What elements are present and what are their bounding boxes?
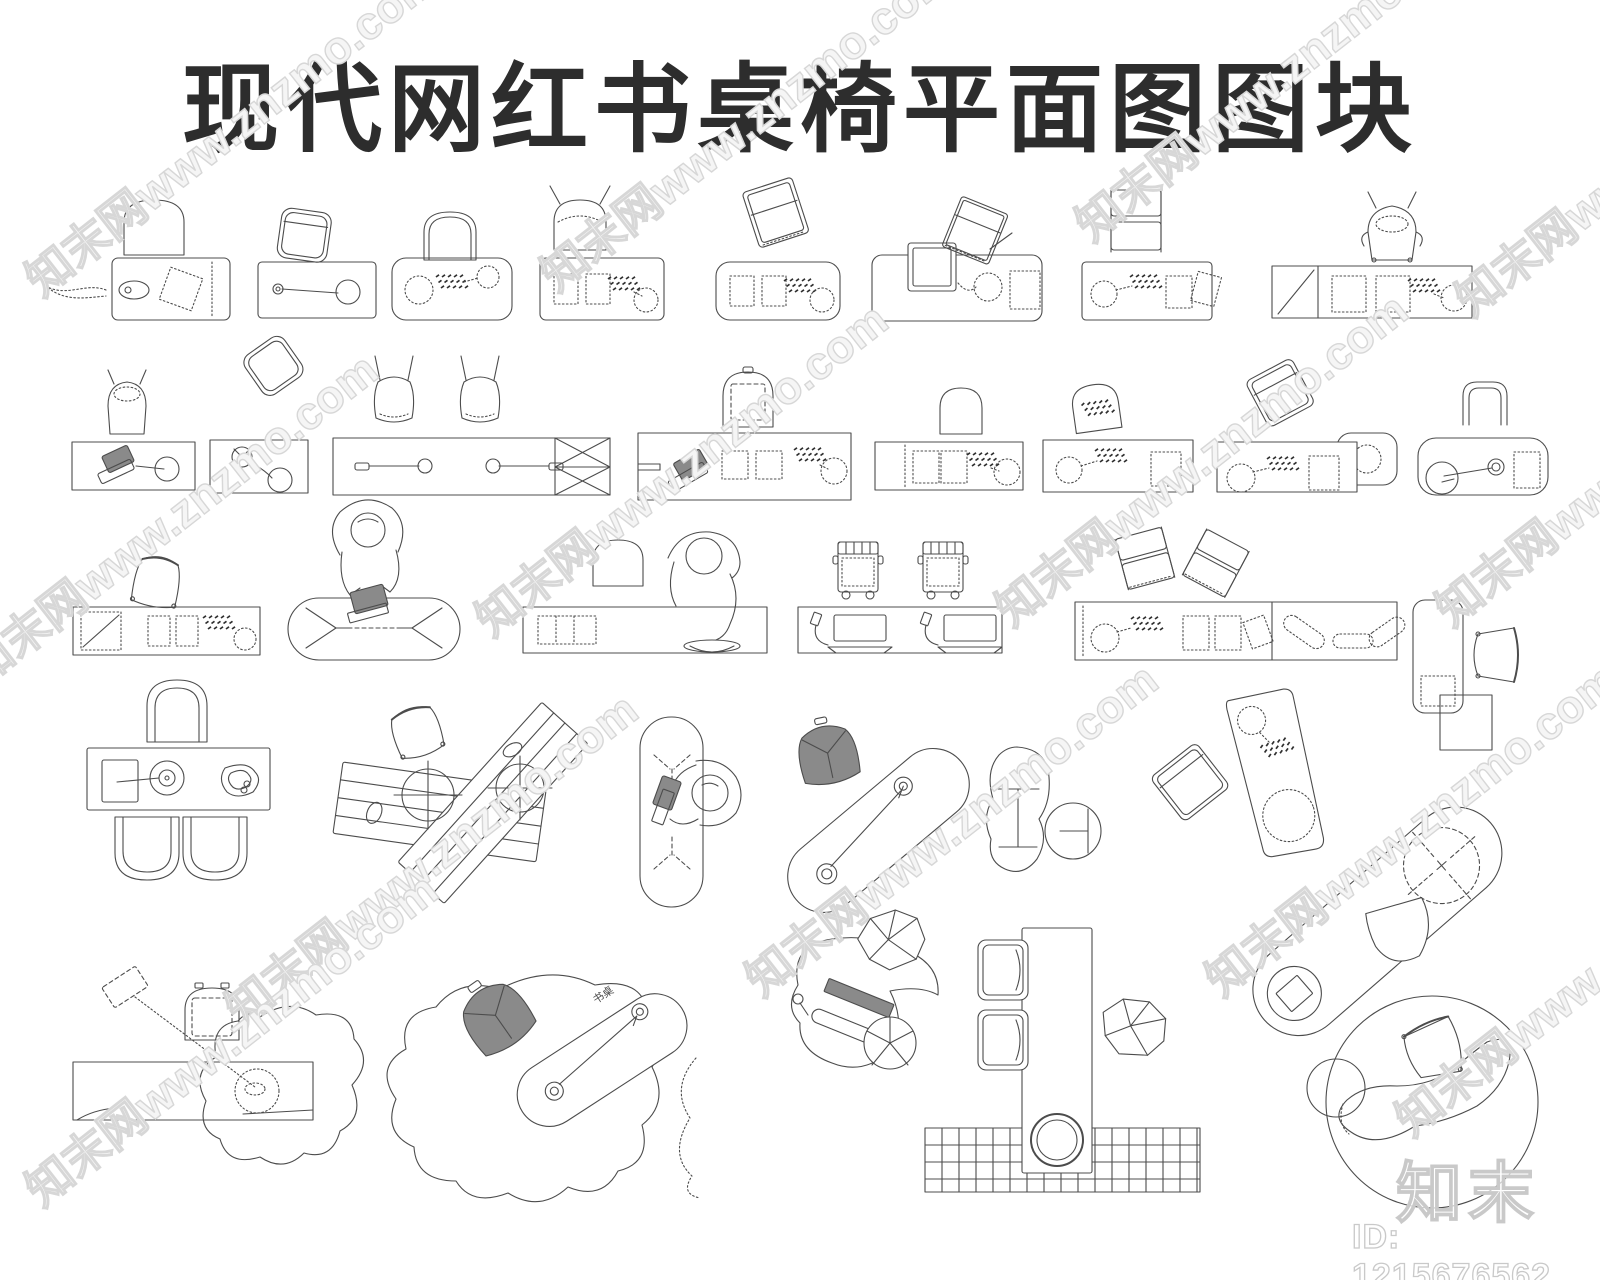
r4-capsule-3: [639, 716, 704, 908]
r3-chair-4a: [832, 541, 884, 600]
r4-chair-top-1: [146, 679, 208, 743]
r4-blob-desk-6: [985, 746, 1050, 872]
r1-desk-8: [1271, 265, 1473, 319]
asset-id-label: ID: 1215676562: [1351, 1217, 1552, 1280]
r4-table-1: [86, 747, 271, 811]
r4-chair-8: [1151, 744, 1229, 821]
r2-desk-5: [874, 441, 1024, 491]
b-chair-box-b: [977, 1009, 1029, 1071]
r1-chair-2: [276, 207, 332, 263]
r4-chair-bl-1: [114, 816, 180, 881]
r4-circle-h-7: [1044, 802, 1102, 860]
r3-chair-1: [129, 556, 180, 609]
b-rock-chair-top: [857, 909, 926, 971]
r2-chair-6: [1071, 383, 1123, 435]
b-circle-rug: [1325, 995, 1539, 1209]
b-lounge-desk: [1338, 1038, 1511, 1141]
desk-leader-label: 书桌: [591, 984, 617, 1007]
r1-chair-6: [942, 196, 1009, 265]
r1-chair-4: [549, 185, 611, 251]
r2-chair-5: [939, 387, 983, 435]
r3-chair-3: [592, 539, 644, 587]
b-chair-left: [184, 982, 240, 1041]
b-dashed-contour: [678, 1057, 701, 1199]
r3-chair-6: [1473, 627, 1519, 683]
r3-desk-4: [797, 606, 1003, 654]
r3-chair-5b: [1181, 528, 1250, 598]
b-oval-desk-right: [516, 993, 688, 1127]
r1-chair-8: [1361, 191, 1423, 263]
r4-chair-shaded-4: [798, 716, 861, 786]
r2-desk-6: [1042, 439, 1194, 493]
r4-chair-9: [1365, 897, 1429, 962]
r2-desk-4: [637, 432, 852, 501]
r4-chair-2: [390, 706, 446, 760]
r2-chair-3a: [373, 355, 415, 423]
r4-grommet-b: [487, 755, 553, 821]
brand-watermark: 知末: [1395, 1155, 1540, 1231]
r4-person-3: [651, 759, 742, 827]
b-lounge-chair: [1401, 1015, 1463, 1079]
r1-desk-6: [871, 232, 1043, 322]
r3-person-3: [667, 531, 741, 653]
r3-chair-5a: [1114, 526, 1176, 591]
page-title: 现代网红书桌椅平面图图块: [182, 53, 1418, 166]
r2-chair-1: [107, 369, 147, 435]
r2-desk-8: [1417, 437, 1549, 496]
r4-plank-b: [398, 702, 588, 904]
r4-grommet-a: [393, 760, 463, 830]
r2-chair-4: [722, 366, 774, 428]
b-leader: [101, 966, 280, 1114]
r1-desk-7: [1081, 261, 1223, 321]
b-circle-side: [1306, 1058, 1366, 1118]
r4-chair-br-1: [182, 816, 248, 881]
r1-desk-1: [45, 257, 231, 321]
r1-chair-5: [742, 177, 809, 248]
r1-chair-7: [1110, 189, 1162, 253]
b-kidney-desk: [790, 937, 939, 1070]
r1-chair-1: [123, 199, 185, 256]
r3-person-2: [331, 499, 404, 624]
b-blob-rug-left: [199, 1005, 365, 1165]
r2-chair-3b: [459, 355, 501, 423]
r3-desk-6: [1412, 599, 1464, 714]
r3-desk-3: [522, 606, 768, 654]
b-rock-chair-right: [1102, 998, 1167, 1056]
r4-oval-desk-5: [787, 747, 970, 913]
b-desk-vertical: [1021, 927, 1093, 1174]
r1-chair-3: [423, 211, 477, 261]
r2-chair-7: [1246, 359, 1314, 427]
r3-desk-2: [287, 597, 461, 661]
r3-desk-5: [1074, 601, 1406, 661]
r2-desk-2: [209, 439, 309, 494]
r1-desk-2: [257, 261, 377, 319]
r3-desk-1: [72, 606, 261, 656]
r3-square-6: [1439, 694, 1493, 751]
r2-chair-8: [1462, 381, 1508, 426]
r2-desk-3: [332, 437, 611, 496]
r1-desk-4: [539, 257, 665, 321]
r3-chair-4b: [917, 541, 969, 600]
b-chair-shaded-right: [462, 980, 537, 1057]
b-desk-left: [72, 1061, 314, 1121]
r1-desk-3: [391, 257, 513, 321]
r2-chair-2: [243, 335, 304, 396]
r2-desk-7: [1216, 441, 1358, 493]
b-chair-box-a: [977, 939, 1029, 1001]
r2-desk-1: [71, 441, 196, 491]
r1-desk-5: [715, 261, 841, 321]
r4-trapezoid-desk-8: [1225, 688, 1325, 858]
